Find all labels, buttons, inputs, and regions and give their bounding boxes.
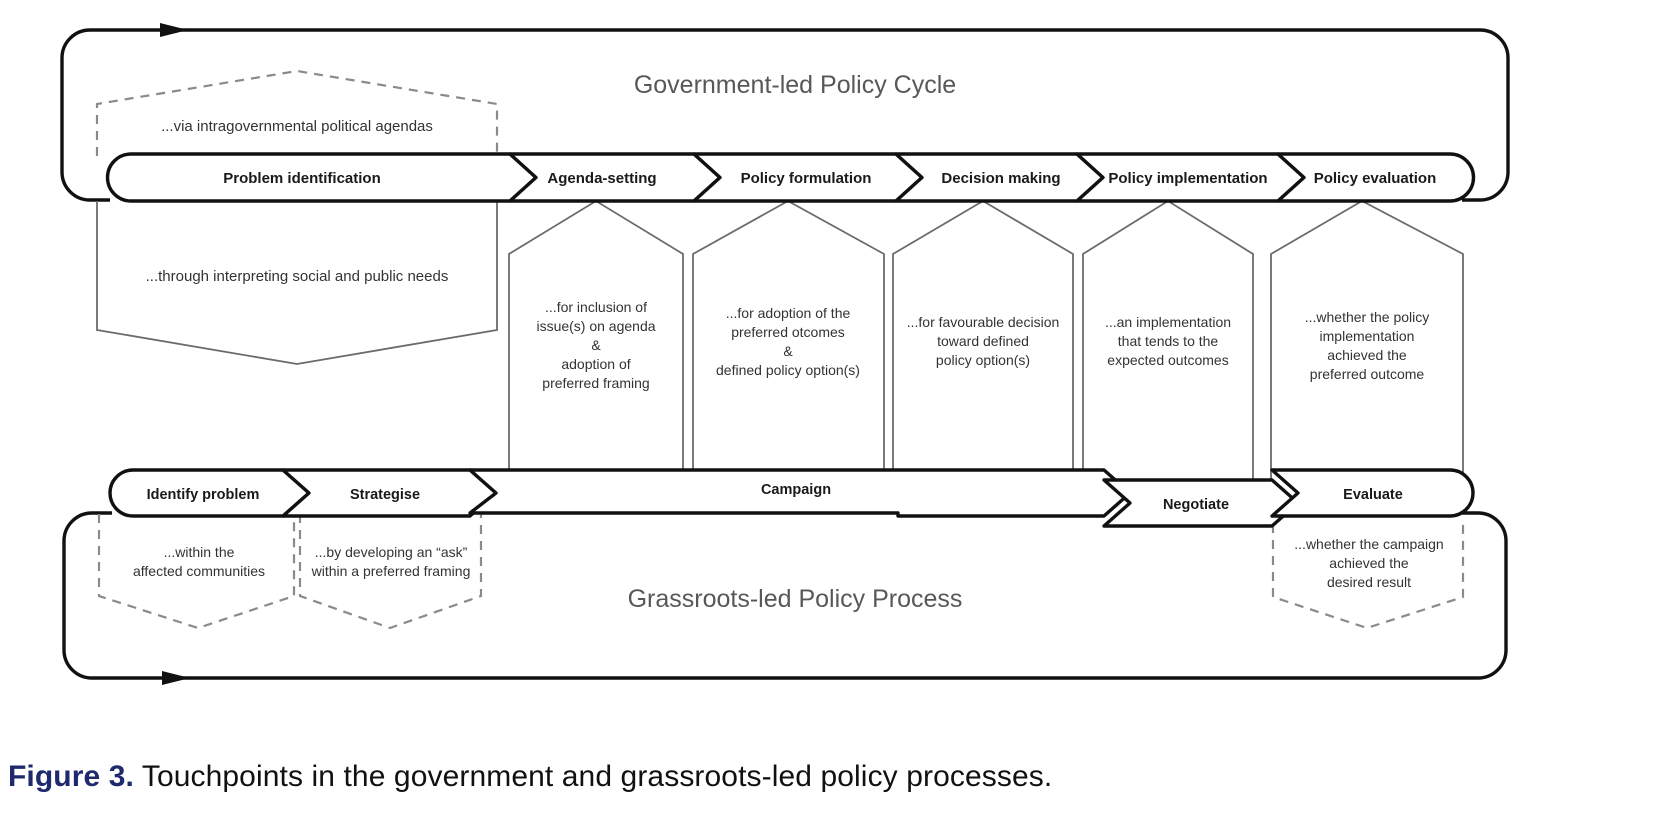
touchpoint-5-line-1: ...an implementation (1105, 314, 1231, 330)
touchpoint-6-line-4: preferred outcome (1310, 366, 1425, 382)
government-cycle-loop (60, 23, 1510, 202)
stage-negotiate[interactable] (1102, 478, 1300, 528)
callout-evaluate-line-3: desired result (1327, 574, 1411, 590)
stage-strategise-label: Strategise (350, 487, 420, 503)
stage-policy-evaluation[interactable] (1276, 152, 1476, 203)
touchpoint-4-line-2: toward defined (937, 333, 1029, 349)
stage-evaluate-label: Evaluate (1343, 487, 1403, 503)
stage-campaign-label: Campaign (761, 482, 831, 498)
touchpoint-shape-3: ...for adoption of the preferred otcomes… (692, 199, 885, 470)
grassroots-stage-row: Identify problem Strategise Campaign Neg… (108, 468, 1475, 528)
grassroots-process-loop (62, 511, 1508, 685)
government-cycle-title: Government-led Policy Cycle (634, 71, 956, 99)
touchpoint-6-line-2: implementation (1320, 328, 1415, 344)
stage-evaluate[interactable] (1270, 468, 1475, 518)
stage-identify-problem-label: Identify problem (147, 487, 260, 503)
touchpoint-shape-2: ...for inclusion of issue(s) on agenda &… (508, 199, 684, 470)
figure-caption-text: Touchpoints in the government and grassr… (141, 760, 1053, 793)
touchpoint-3-line-2: preferred otcomes (731, 324, 845, 340)
touchpoint-6-line-1: ...whether the policy (1305, 309, 1430, 325)
callout-strategise-line-2: within a preferred framing (311, 563, 471, 579)
grassroots-process-title: Grassroots-led Policy Process (628, 585, 963, 613)
callout-intragovernmental-text: ...via intragovernmental political agend… (161, 118, 433, 135)
touchpoint-shape-5: ...an implementation that tends to the e… (1082, 199, 1254, 498)
stage-policy-implementation-label: Policy implementation (1108, 170, 1267, 187)
touchpoint-shape-6: ...whether the policy implementation ach… (1270, 199, 1464, 498)
touchpoint-6-line-3: achieved the (1327, 347, 1407, 363)
loop-arrowhead-bottom (162, 671, 190, 685)
stage-problem-identification[interactable] (105, 152, 538, 203)
touchpoint-5-line-2: that tends to the (1118, 333, 1219, 349)
touchpoint-1-line-1: ...through interpreting social and publi… (146, 268, 449, 285)
touchpoint-shape-1: ...through interpreting social and publi… (96, 201, 498, 365)
government-stage-row: Problem identification Agenda-setting Po… (105, 152, 1476, 203)
touchpoint-shape-4: ...for favourable decision toward define… (892, 199, 1074, 470)
touchpoint-2-line-3: & (591, 337, 601, 353)
policy-process-diagram: Government-led Policy Cycle ...via intra… (60, 23, 1510, 685)
stage-problem-identification-label: Problem identification (223, 170, 381, 187)
callout-evaluate-line-1: ...whether the campaign (1294, 536, 1443, 552)
touchpoint-3-line-1: ...for adoption of the (726, 305, 851, 321)
touchpoint-2-line-1: ...for inclusion of (545, 299, 647, 315)
touchpoint-4-line-1: ...for favourable decision (907, 314, 1060, 330)
callout-evaluate: ...whether the campaign achieved the des… (1271, 524, 1465, 630)
touchpoint-2-line-5: preferred framing (542, 375, 649, 391)
stage-negotiate-label: Negotiate (1163, 497, 1229, 513)
callout-intragovernmental: ...via intragovernmental political agend… (95, 69, 499, 156)
touchpoint-3-line-4: defined policy option(s) (716, 362, 860, 378)
figure-number: Figure 3. (8, 760, 134, 793)
stage-decision-making-label: Decision making (941, 170, 1060, 187)
callout-evaluate-line-2: achieved the (1329, 555, 1409, 571)
stage-campaign[interactable] (468, 468, 1132, 518)
callout-strategise: ...by developing an “ask” within a prefe… (298, 514, 483, 630)
callout-identify-problem-line-2: affected communities (133, 563, 265, 579)
touchpoint-3-line-3: & (783, 343, 793, 359)
touchpoint-2-line-2: issue(s) on agenda (536, 318, 655, 334)
figure-caption: Figure 3. Touchpoints in the government … (8, 760, 1668, 794)
touchpoint-5-line-3: expected outcomes (1107, 352, 1228, 368)
callout-strategise-line-1: ...by developing an “ask” (315, 544, 468, 560)
callout-identify-problem: ...within the affected communities (97, 514, 296, 630)
stage-policy-formulation-label: Policy formulation (741, 170, 872, 187)
stage-agenda-setting-label: Agenda-setting (547, 170, 656, 187)
touchpoint-4-line-3: policy option(s) (936, 352, 1030, 368)
loop-arrowhead-top (160, 23, 188, 37)
callout-identify-problem-line-1: ...within the (164, 544, 235, 560)
stage-policy-evaluation-label: Policy evaluation (1314, 170, 1437, 187)
touchpoint-2-line-4: adoption of (561, 356, 630, 372)
stage-identify-problem[interactable] (108, 468, 311, 518)
